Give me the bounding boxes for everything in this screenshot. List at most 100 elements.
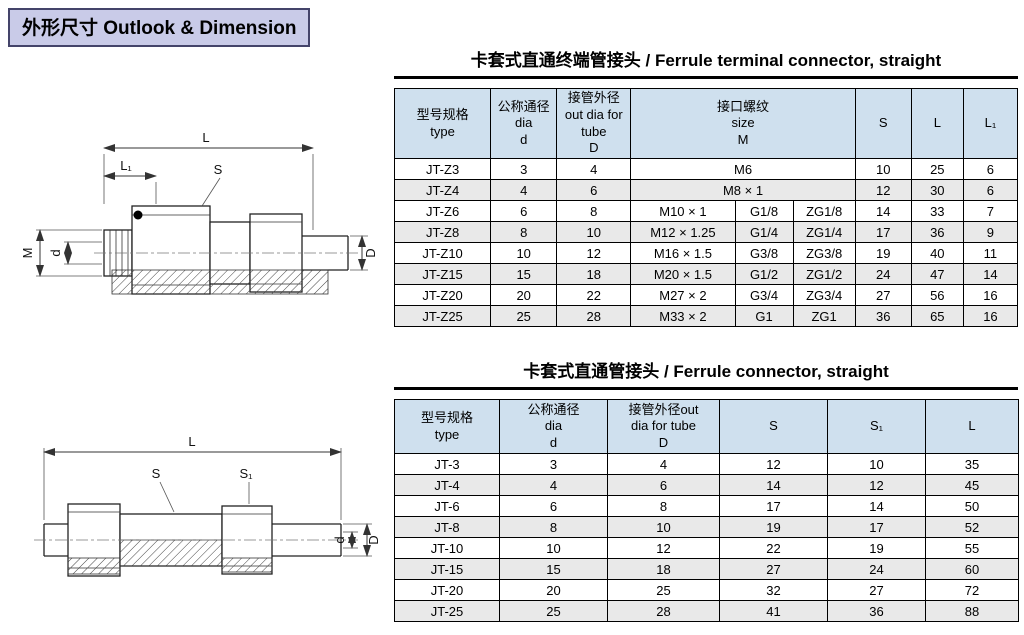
col-header-s1: S₁ [827, 399, 926, 454]
cell-d: 3 [499, 453, 608, 475]
cell-type: JT-4 [394, 474, 500, 496]
outline-drawing-ferrule-connector: L S S₁ d D [34, 434, 381, 577]
col-header-l: L [910, 88, 964, 159]
cell-d: 6 [499, 495, 608, 517]
cell-D: 18 [556, 263, 632, 285]
cell-d: 6 [490, 200, 558, 222]
cell-l: 25 [910, 158, 964, 180]
cell-s: 27 [719, 558, 828, 580]
cell-type: JT-Z8 [393, 221, 492, 243]
cell-type: JT-25 [394, 600, 500, 622]
cell-D: 6 [556, 179, 632, 201]
ferrule-terminal-table: 型号规格 type 公称通径 dia d 接管外径 out dia for tu… [393, 88, 1019, 327]
cell-l: 33 [910, 200, 964, 222]
dim-label-D: D [363, 248, 378, 257]
dim-label-L: L [202, 130, 209, 145]
cell-type: JT-3 [394, 453, 500, 475]
cell-d: 10 [499, 537, 608, 559]
cell-l1: 16 [962, 305, 1019, 327]
dim-label-D: D [366, 535, 381, 544]
cell-D: 25 [607, 579, 720, 601]
cell-g: G1/4 [734, 221, 794, 243]
cell-m: M33 × 2 [630, 305, 736, 327]
cell-s: 17 [854, 221, 912, 243]
cell-s: 41 [719, 600, 828, 622]
cell-s1: 14 [827, 495, 926, 517]
cell-s: 14 [719, 474, 828, 496]
table-header-row: 型号规格 type 公称通径 dia d 接管外径out dia for tub… [394, 399, 1019, 454]
cell-l1: 6 [962, 179, 1019, 201]
cell-g: G1/2 [734, 263, 794, 285]
cell-D: 22 [556, 284, 632, 306]
outline-drawing-terminal-connector: L L₁ S M d D [20, 130, 378, 295]
cell-d: 25 [490, 305, 558, 327]
page-title: 外形尺寸 Outlook & Dimension [8, 8, 311, 47]
section-hatch [119, 539, 223, 567]
cell-D: 12 [556, 242, 632, 264]
cell-d: 15 [499, 558, 608, 580]
cell-D: 8 [556, 200, 632, 222]
cell-d: 10 [490, 242, 558, 264]
cell-D: 10 [607, 516, 720, 538]
ferrule-connector-section: 卡套式直通管接头 / Ferrule connector, straight 型… [394, 357, 1019, 622]
cell-type: JT-6 [394, 495, 500, 517]
cell-D: 28 [607, 600, 720, 622]
table1-title: 卡套式直通终端管接头 / Ferrule terminal connector,… [394, 46, 1018, 79]
cell-s: 32 [719, 579, 828, 601]
cell-type: JT-Z15 [393, 263, 492, 285]
cell-s: 24 [854, 263, 912, 285]
dim-label-L: L [188, 434, 195, 449]
cell-D: 4 [556, 158, 632, 180]
dim-label-S1: S₁ [239, 466, 253, 481]
cell-d: 4 [490, 179, 558, 201]
cell-d: 3 [490, 158, 558, 180]
terminal-connector-section: 卡套式直通终端管接头 / Ferrule terminal connector,… [393, 46, 1019, 327]
cell-m: M16 × 1.5 [630, 242, 736, 264]
cell-s: 22 [719, 537, 828, 559]
section-hatch [111, 269, 329, 295]
col-header-s: S [854, 88, 912, 159]
cell-l1: 9 [962, 221, 1019, 243]
cell-s: 10 [854, 158, 912, 180]
cell-d: 25 [499, 600, 608, 622]
o-ring-marker [133, 210, 143, 220]
cell-l: 88 [925, 600, 1019, 622]
cell-l1: 11 [962, 242, 1019, 264]
cell-s: 36 [854, 305, 912, 327]
cell-m: M27 × 2 [630, 284, 736, 306]
cell-l: 56 [910, 284, 964, 306]
cell-d: 4 [499, 474, 608, 496]
table2-title: 卡套式直通管接头 / Ferrule connector, straight [394, 357, 1018, 390]
cell-s1: 27 [827, 579, 926, 601]
cell-type: JT-Z4 [393, 179, 492, 201]
dim-label-d: d [332, 536, 347, 543]
cell-zg: ZG1 [792, 305, 856, 327]
section-hatch [67, 557, 121, 575]
cell-D: 8 [607, 495, 720, 517]
col-header-s: S [719, 399, 828, 454]
cell-l: 47 [910, 263, 964, 285]
col-header-type: 型号规格 type [394, 399, 500, 454]
cell-zg: ZG1/8 [792, 200, 856, 222]
ferrule-connector-table: 型号规格 type 公称通径 dia d 接管外径out dia for tub… [394, 399, 1019, 622]
cell-type: JT-Z25 [393, 305, 492, 327]
cell-s: 19 [854, 242, 912, 264]
cell-s: 17 [719, 495, 828, 517]
cell-D: 4 [607, 453, 720, 475]
cell-m: M10 × 1 [630, 200, 736, 222]
col-header-out-dia: 接管外径 out dia for tube D [556, 88, 632, 159]
cell-d: 20 [490, 284, 558, 306]
cell-s: 14 [854, 200, 912, 222]
col-header-thread: 接口螺纹 size M [630, 88, 856, 159]
